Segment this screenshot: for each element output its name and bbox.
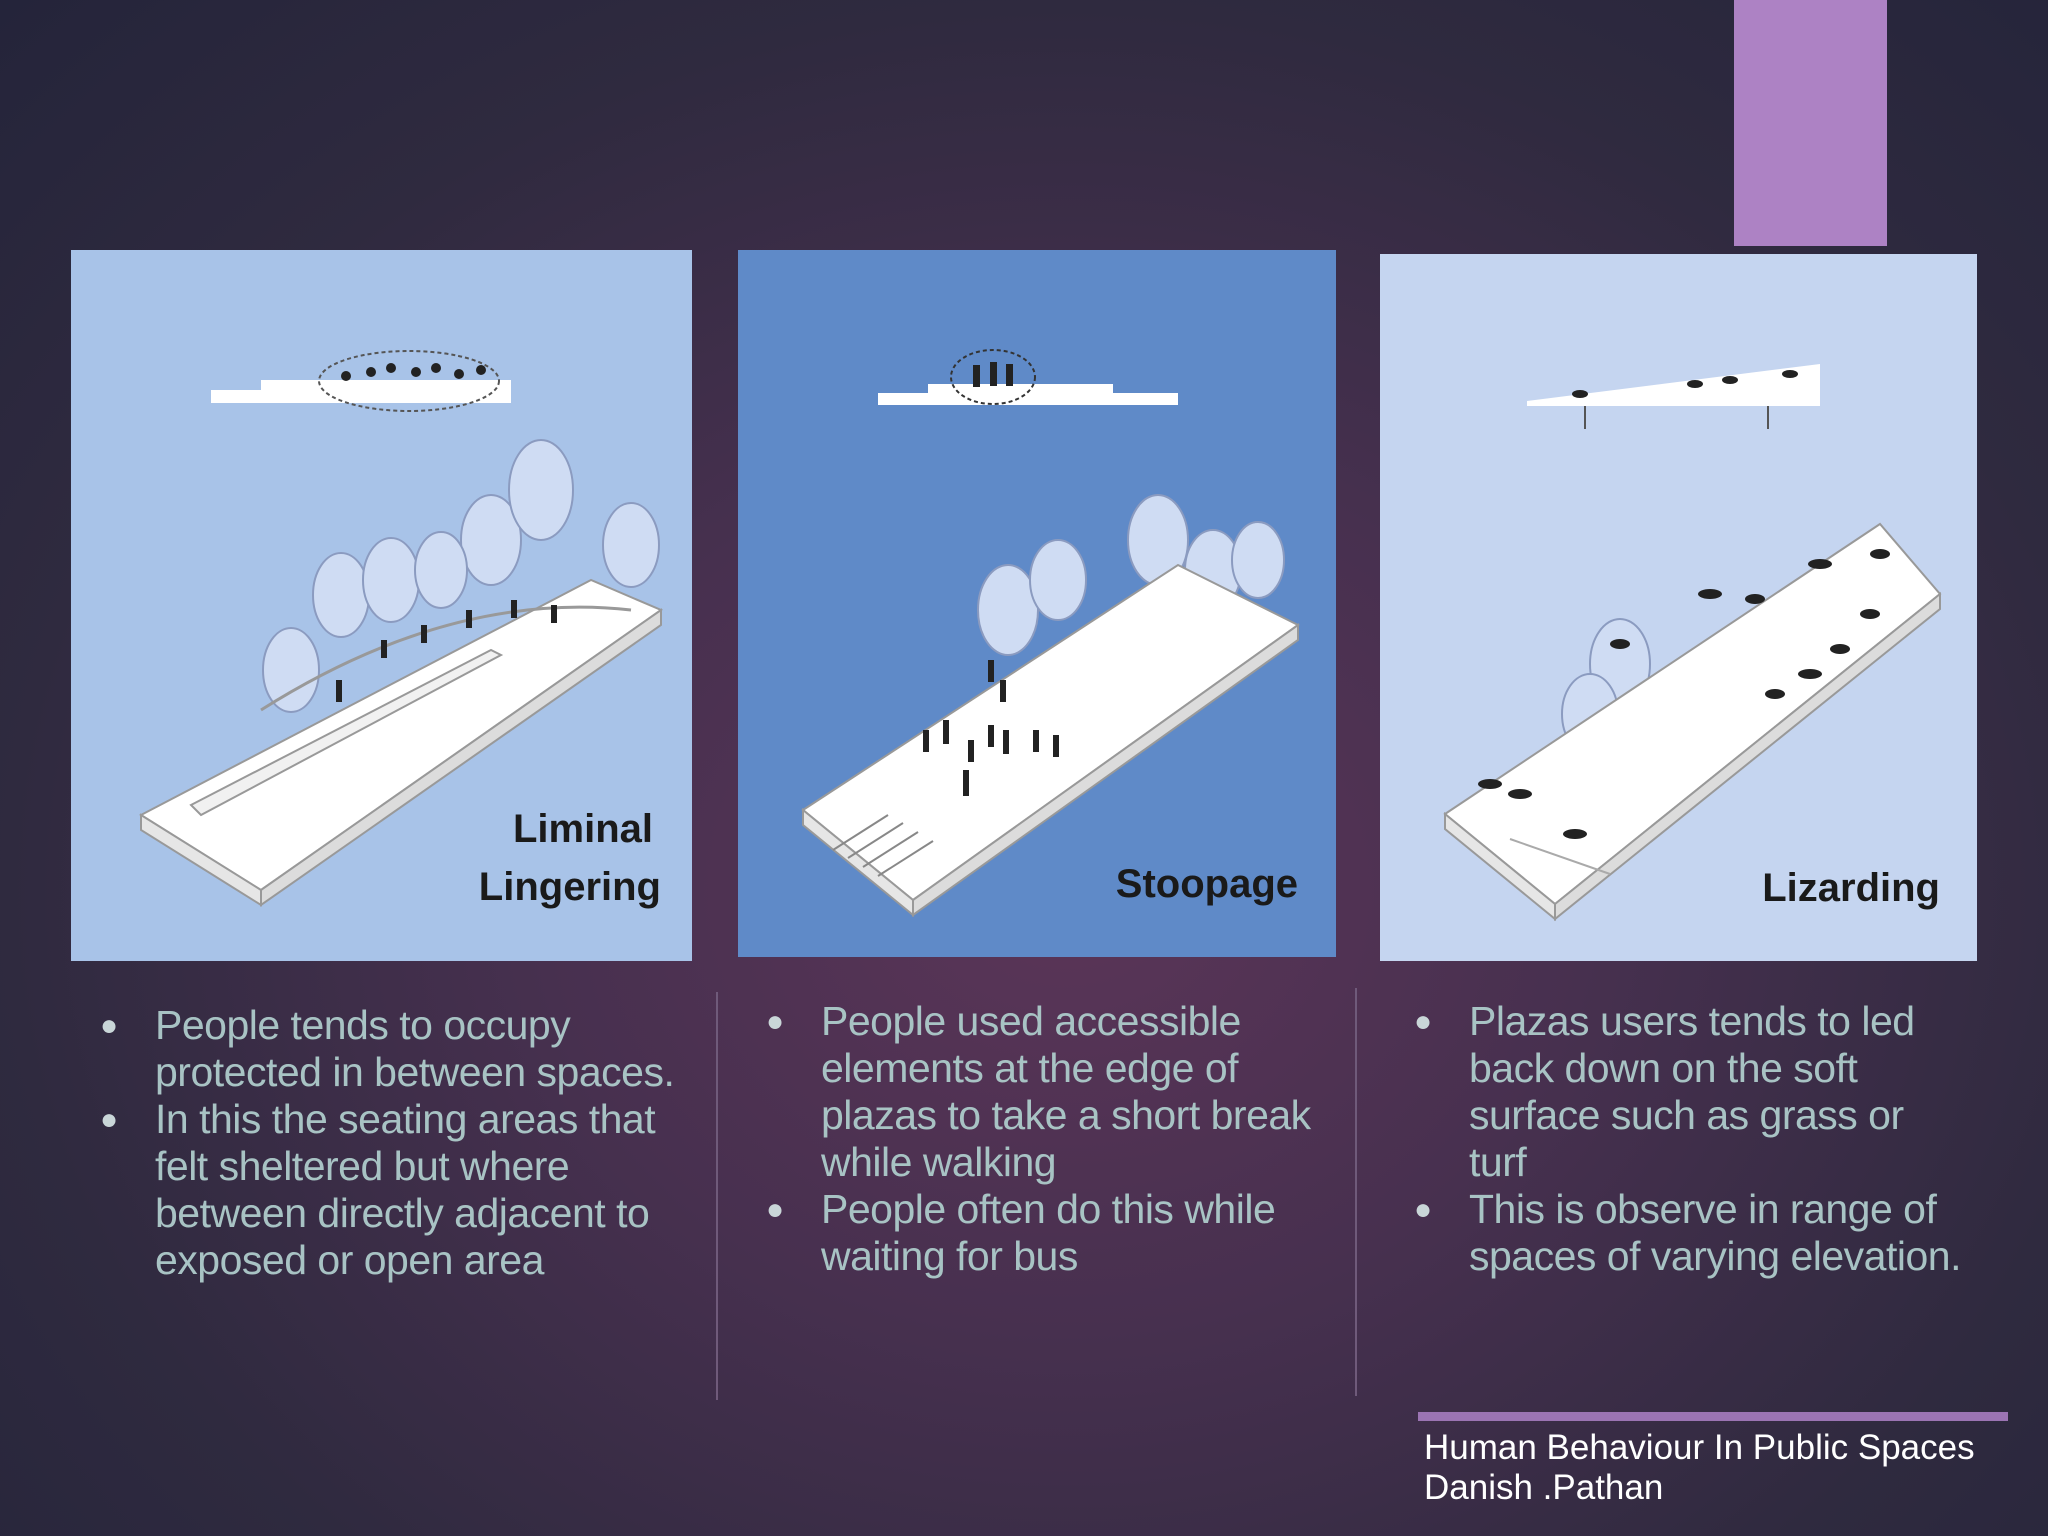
- bullet-item: ●In this the seating areas that felt she…: [100, 1096, 656, 1283]
- column-divider: [716, 992, 718, 1400]
- lizarding-diagram: Lizarding: [1380, 254, 1977, 961]
- footer-rule: [1418, 1412, 2008, 1421]
- bullet-list-liminal-lingering: ●People tends to occupy protected in bet…: [100, 1002, 715, 1284]
- liminal-lingering-diagram: Liminal Lingering: [71, 250, 692, 961]
- bullet-item: ●Plazas users tends to led back down on …: [1414, 998, 1915, 1185]
- panel-label: Lizarding: [1762, 866, 1940, 910]
- bullet-item: ●This is observe in range of spaces of v…: [1414, 1186, 1961, 1279]
- bullet-icon: ●: [766, 1005, 784, 1038]
- bullet-icon: ●: [100, 1009, 118, 1042]
- illustration-stoopage: Stoopage: [738, 250, 1336, 957]
- footer-author: Danish .Pathan: [1424, 1468, 1664, 1507]
- panel-label-line2: Lingering: [479, 865, 661, 909]
- footer-title: Human Behaviour In Public Spaces: [1424, 1428, 1975, 1467]
- panel-label-line1: Liminal: [513, 807, 653, 851]
- footer: Human Behaviour In Public Spaces Danish …: [1424, 1428, 1975, 1508]
- bullet-item: ●People used accessible elements at the …: [766, 998, 1311, 1185]
- illustration-liminal-lingering: Liminal Lingering: [71, 250, 692, 961]
- illustration-lizarding: Lizarding: [1380, 254, 1977, 961]
- panel-label: Stoopage: [1116, 862, 1298, 906]
- bullet-icon: ●: [766, 1193, 784, 1226]
- bullet-icon: ●: [1414, 1005, 1432, 1038]
- bullet-list-stoopage: ●People used accessible elements at the …: [766, 998, 1341, 1280]
- column-divider: [1355, 988, 1357, 1396]
- bullet-list-lizarding: ●Plazas users tends to led back down on …: [1414, 998, 1969, 1280]
- stoopage-diagram: Stoopage: [738, 250, 1336, 957]
- bullet-item: ●People often do this while waiting for …: [766, 1186, 1276, 1279]
- accent-block: [1734, 0, 1887, 246]
- bullet-icon: ●: [100, 1103, 118, 1136]
- bullet-item: ●People tends to occupy protected in bet…: [100, 1002, 675, 1095]
- bullet-icon: ●: [1414, 1193, 1432, 1226]
